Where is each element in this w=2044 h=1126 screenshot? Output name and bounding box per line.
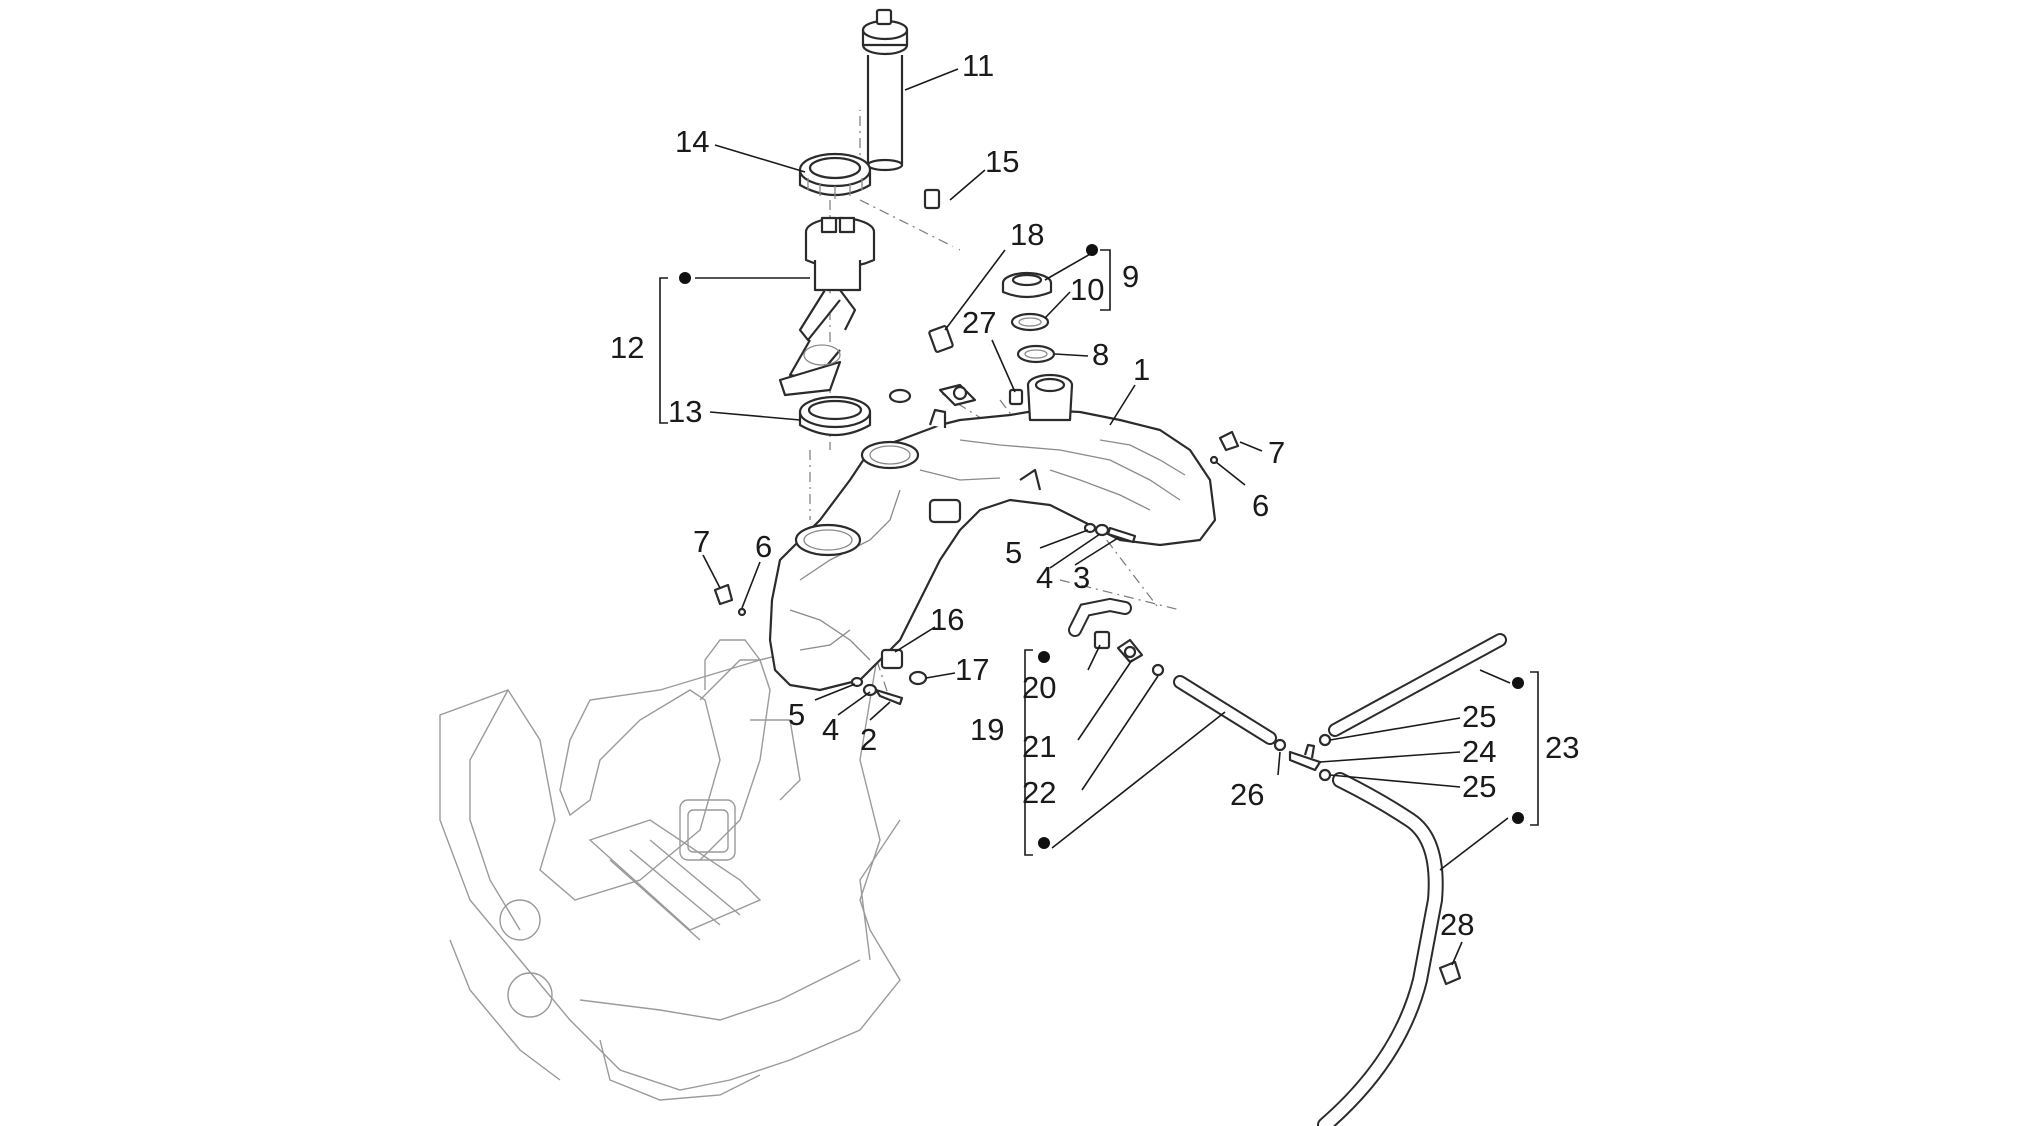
callout-6-right: 6 [1252, 488, 1269, 523]
callout-4-bottom: 4 [822, 712, 839, 747]
fuel-pump [778, 216, 876, 397]
bullet-19-top [1038, 651, 1050, 663]
fasteners [713, 388, 1240, 706]
callout-3: 3 [1073, 560, 1090, 595]
callout-labels: 11 14 15 18 9 10 27 8 1 12 13 7 6 7 6 5 … [610, 48, 1579, 942]
fuel-cap-assembly [1001, 271, 1056, 364]
callout-8: 8 [1092, 337, 1109, 372]
callout-14: 14 [675, 124, 709, 159]
fuel-level-sender [861, 8, 909, 172]
fuel-tank [768, 373, 1217, 692]
callout-15: 15 [985, 144, 1019, 179]
callout-16: 16 [930, 602, 964, 637]
callout-21: 21 [1022, 729, 1056, 764]
bullet-19-bottom [1038, 837, 1050, 849]
vent-valve-group [1068, 597, 1277, 745]
callout-11: 11 [962, 48, 994, 83]
callout-4-mid: 4 [1036, 560, 1053, 595]
callout-2: 2 [860, 722, 877, 757]
callout-27: 27 [962, 305, 996, 340]
breather-hose-group [1273, 633, 1507, 1126]
callout-24: 24 [1462, 734, 1496, 769]
callout-22: 22 [1022, 775, 1056, 810]
bullet-23-top [1512, 677, 1524, 689]
callout-6-left: 6 [755, 529, 772, 564]
callout-28: 28 [1440, 907, 1474, 942]
pump-gasket [798, 395, 872, 436]
callout-19: 19 [970, 712, 1004, 747]
callout-18: 18 [1010, 217, 1044, 252]
callout-1: 1 [1133, 352, 1150, 387]
callout-25-bottom: 25 [1462, 769, 1496, 804]
callout-17: 17 [955, 652, 989, 687]
callout-23: 23 [1545, 730, 1579, 765]
callout-5-mid: 5 [1005, 535, 1022, 570]
bullet-markers [679, 244, 1524, 849]
leader-lines [659, 68, 1539, 966]
fuel-hoses [878, 188, 992, 407]
ring-nut [798, 152, 872, 199]
callout-20: 20 [1022, 670, 1056, 705]
callout-7-left: 7 [693, 524, 710, 559]
callout-10: 10 [1070, 272, 1104, 307]
callout-13: 13 [668, 394, 702, 429]
bullet-9 [1086, 244, 1098, 256]
callout-25-top: 25 [1462, 699, 1496, 734]
callout-12: 12 [610, 330, 644, 365]
callout-7-right: 7 [1268, 435, 1285, 470]
scooter-frame [439, 639, 901, 1101]
bullet-12 [679, 272, 691, 284]
callout-9: 9 [1122, 259, 1139, 294]
callout-26: 26 [1230, 777, 1264, 812]
bullet-23-bottom [1512, 812, 1524, 824]
callout-5-bottom: 5 [788, 697, 805, 732]
